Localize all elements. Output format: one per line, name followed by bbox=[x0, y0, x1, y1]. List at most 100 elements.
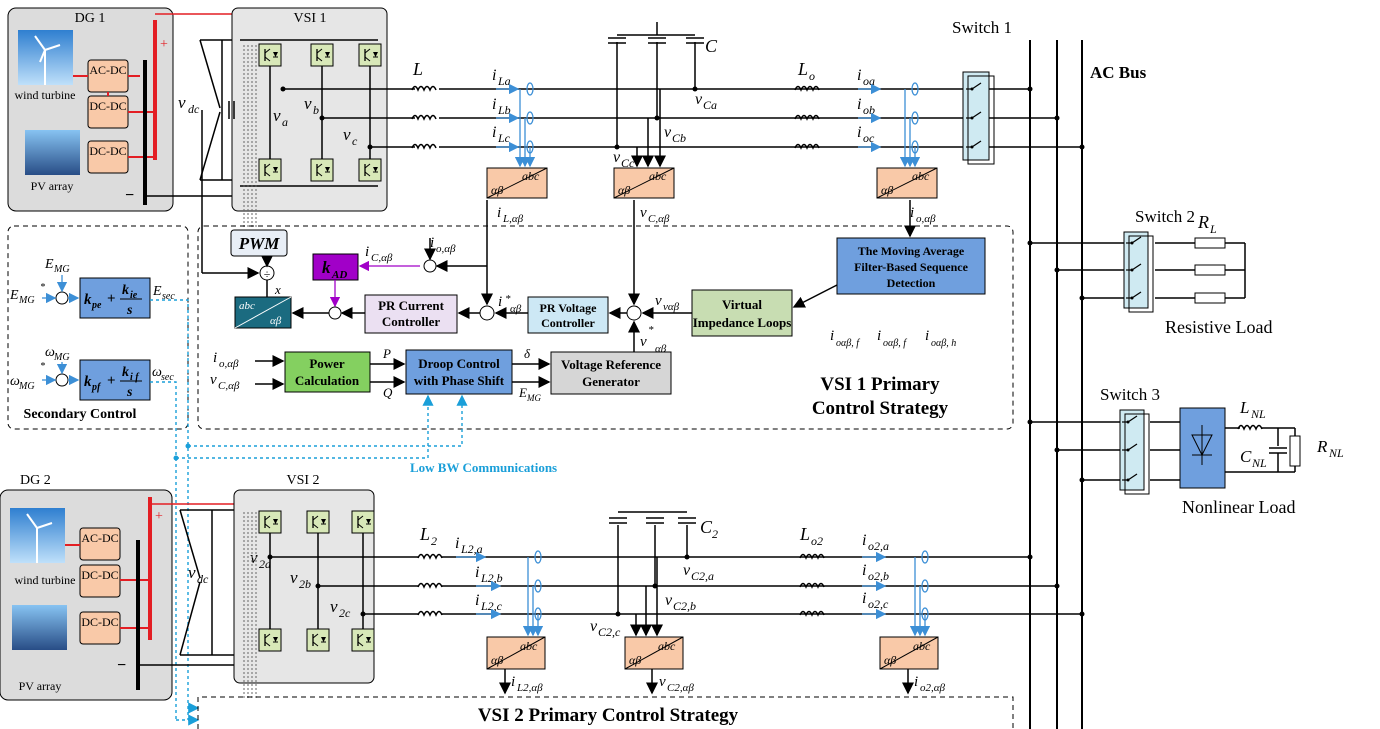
vsi2-vdc-sub: dc bbox=[197, 572, 209, 586]
filter2-iLab-sub: L2,αβ bbox=[516, 682, 543, 694]
comm-lines: Low BW Communications bbox=[150, 299, 557, 726]
ctrl1-in-vc: v bbox=[210, 372, 217, 388]
svg-text:÷: ÷ bbox=[264, 267, 271, 281]
ctrl2-title: VSI 2 Primary Control Strategy bbox=[478, 705, 739, 726]
vsi1-va-sub: a bbox=[282, 115, 288, 129]
ctrl1-x: x bbox=[274, 282, 281, 297]
load-LNL-sub: NL bbox=[1250, 407, 1266, 421]
dg2-wind-label: wind turbine bbox=[15, 573, 76, 587]
filter1-iLc: i bbox=[492, 124, 496, 141]
dg2-plus: + bbox=[155, 509, 163, 524]
droop-1: Droop Control bbox=[418, 356, 500, 371]
ctrl1-in-vc-sub: C,αβ bbox=[218, 380, 240, 392]
pv-panel-icon bbox=[25, 130, 80, 175]
power-2: Calculation bbox=[295, 373, 360, 388]
ctrl1-iref-sub: αβ bbox=[510, 303, 522, 315]
filter1-iob: i bbox=[857, 96, 861, 113]
filter2-iob: i bbox=[862, 562, 866, 579]
filter1-L: L bbox=[412, 59, 423, 79]
ctrl1-iCab: i bbox=[365, 244, 369, 260]
filter1-Lo: L bbox=[797, 59, 808, 79]
ctrl1-vCab: v bbox=[640, 205, 647, 221]
nonlinear-load-label: Nonlinear Load bbox=[1182, 497, 1295, 517]
sec-wMGref: ω bbox=[10, 374, 20, 389]
filter1-ioa-sub: oa bbox=[863, 74, 875, 88]
ctrl1-vva: v bbox=[655, 293, 662, 309]
sec-wsec-sub: sec bbox=[161, 372, 174, 383]
sec-kpe-sub: pe bbox=[91, 300, 102, 311]
filter1-vCa: v bbox=[695, 91, 703, 108]
filter2-iLab: i bbox=[511, 674, 515, 690]
dg1-block: DG 1 wind turbine PV array AC-DC DC-DC D… bbox=[7, 7, 174, 212]
mafsd-3: Detection bbox=[887, 276, 936, 290]
filter1-C: C bbox=[705, 36, 718, 56]
seq-neg: i bbox=[877, 328, 881, 344]
seq-neg-sub: oαβ, f bbox=[883, 338, 907, 349]
filter1-ioa: i bbox=[857, 67, 861, 84]
seq-pos-sub: oαβ, f bbox=[836, 338, 860, 349]
sec-kpe: k bbox=[84, 292, 92, 308]
filter2-iLc: i bbox=[475, 592, 479, 609]
seq-h: i bbox=[925, 328, 929, 344]
svg-text:*: * bbox=[505, 293, 511, 305]
filter1-iob-sub: ob bbox=[863, 103, 875, 117]
sec-title: Secondary Control bbox=[24, 407, 137, 422]
vsi1-vc-sub: c bbox=[352, 134, 358, 148]
vsi2-vb-sub: 2b bbox=[299, 577, 311, 591]
ctrl1-Q: Q bbox=[383, 385, 393, 400]
switch1[interactable]: Switch 1 bbox=[952, 18, 1012, 165]
comm-label: Low BW Communications bbox=[410, 460, 557, 475]
t2b-ab: αβ bbox=[629, 653, 641, 667]
ctrl1-abc: abc bbox=[239, 300, 255, 312]
filter1-iLb: i bbox=[492, 96, 496, 113]
ctrl1-title-1: VSI 1 Primary bbox=[820, 374, 940, 395]
filter2-ioab: i bbox=[914, 674, 918, 690]
t2c-abc: abc bbox=[913, 639, 931, 653]
dg1-dcdc1: DC-DC bbox=[89, 99, 126, 113]
t1a-ab: αβ bbox=[491, 183, 503, 197]
t2c-ab: αβ bbox=[884, 653, 896, 667]
virtual-2: Impedance Loops bbox=[693, 315, 792, 330]
filter2-iLa-sub: L2,a bbox=[460, 542, 483, 556]
dg1-wind-label: wind turbine bbox=[15, 88, 76, 102]
sec-s1: s bbox=[126, 303, 133, 318]
filter2-vCb-sub: C2,b bbox=[673, 599, 696, 613]
dg1-acdc: AC-DC bbox=[89, 63, 126, 77]
vref-2: Generator bbox=[582, 374, 640, 389]
ctrl1-title-2: Control Strategy bbox=[812, 398, 949, 419]
dg2-dcdc1: DC-DC bbox=[81, 568, 118, 582]
ctrl1-io2: i bbox=[430, 235, 434, 251]
load-CNL-sub: NL bbox=[1251, 456, 1267, 470]
load-RL: R bbox=[1197, 212, 1209, 232]
power-1: Power bbox=[309, 356, 345, 371]
load-RNL-sub: NL bbox=[1328, 446, 1344, 460]
filter2-iLb-sub: L2,b bbox=[480, 571, 503, 585]
dg1-minus: − bbox=[125, 187, 134, 204]
switch2-label: Switch 2 bbox=[1135, 207, 1195, 226]
ctrl1-vCab-sub: C,αβ bbox=[648, 213, 670, 225]
vsi2-va-sub: 2a bbox=[259, 557, 271, 571]
sec-kpf: k bbox=[84, 374, 92, 390]
vsi2-control: VSI 2 Primary Control Strategy bbox=[197, 696, 1014, 729]
ctrl1-iLab: i bbox=[497, 205, 501, 221]
vref-1: Voltage Reference bbox=[561, 357, 661, 372]
filter1-vCa-sub: Ca bbox=[703, 98, 717, 112]
filter2-iLa: i bbox=[455, 535, 459, 552]
ctrl1-in-io: i bbox=[213, 350, 217, 366]
vsi1-va: v bbox=[273, 106, 281, 125]
ctrl1-io2-sub: o,αβ bbox=[436, 243, 456, 255]
filter2-vCb: v bbox=[665, 592, 673, 609]
dg1-pv-label: PV array bbox=[31, 179, 74, 193]
sec-wMG-sub: MG bbox=[53, 352, 70, 363]
filter1-iLc-sub: Lc bbox=[497, 131, 511, 145]
dg1-dcdc2: DC-DC bbox=[89, 144, 126, 158]
svg-text:*: * bbox=[40, 361, 45, 372]
virtual-1: Virtual bbox=[722, 297, 762, 312]
ctrl1-ioab: i bbox=[910, 205, 914, 221]
vsi1-vdc: v bbox=[178, 93, 186, 112]
